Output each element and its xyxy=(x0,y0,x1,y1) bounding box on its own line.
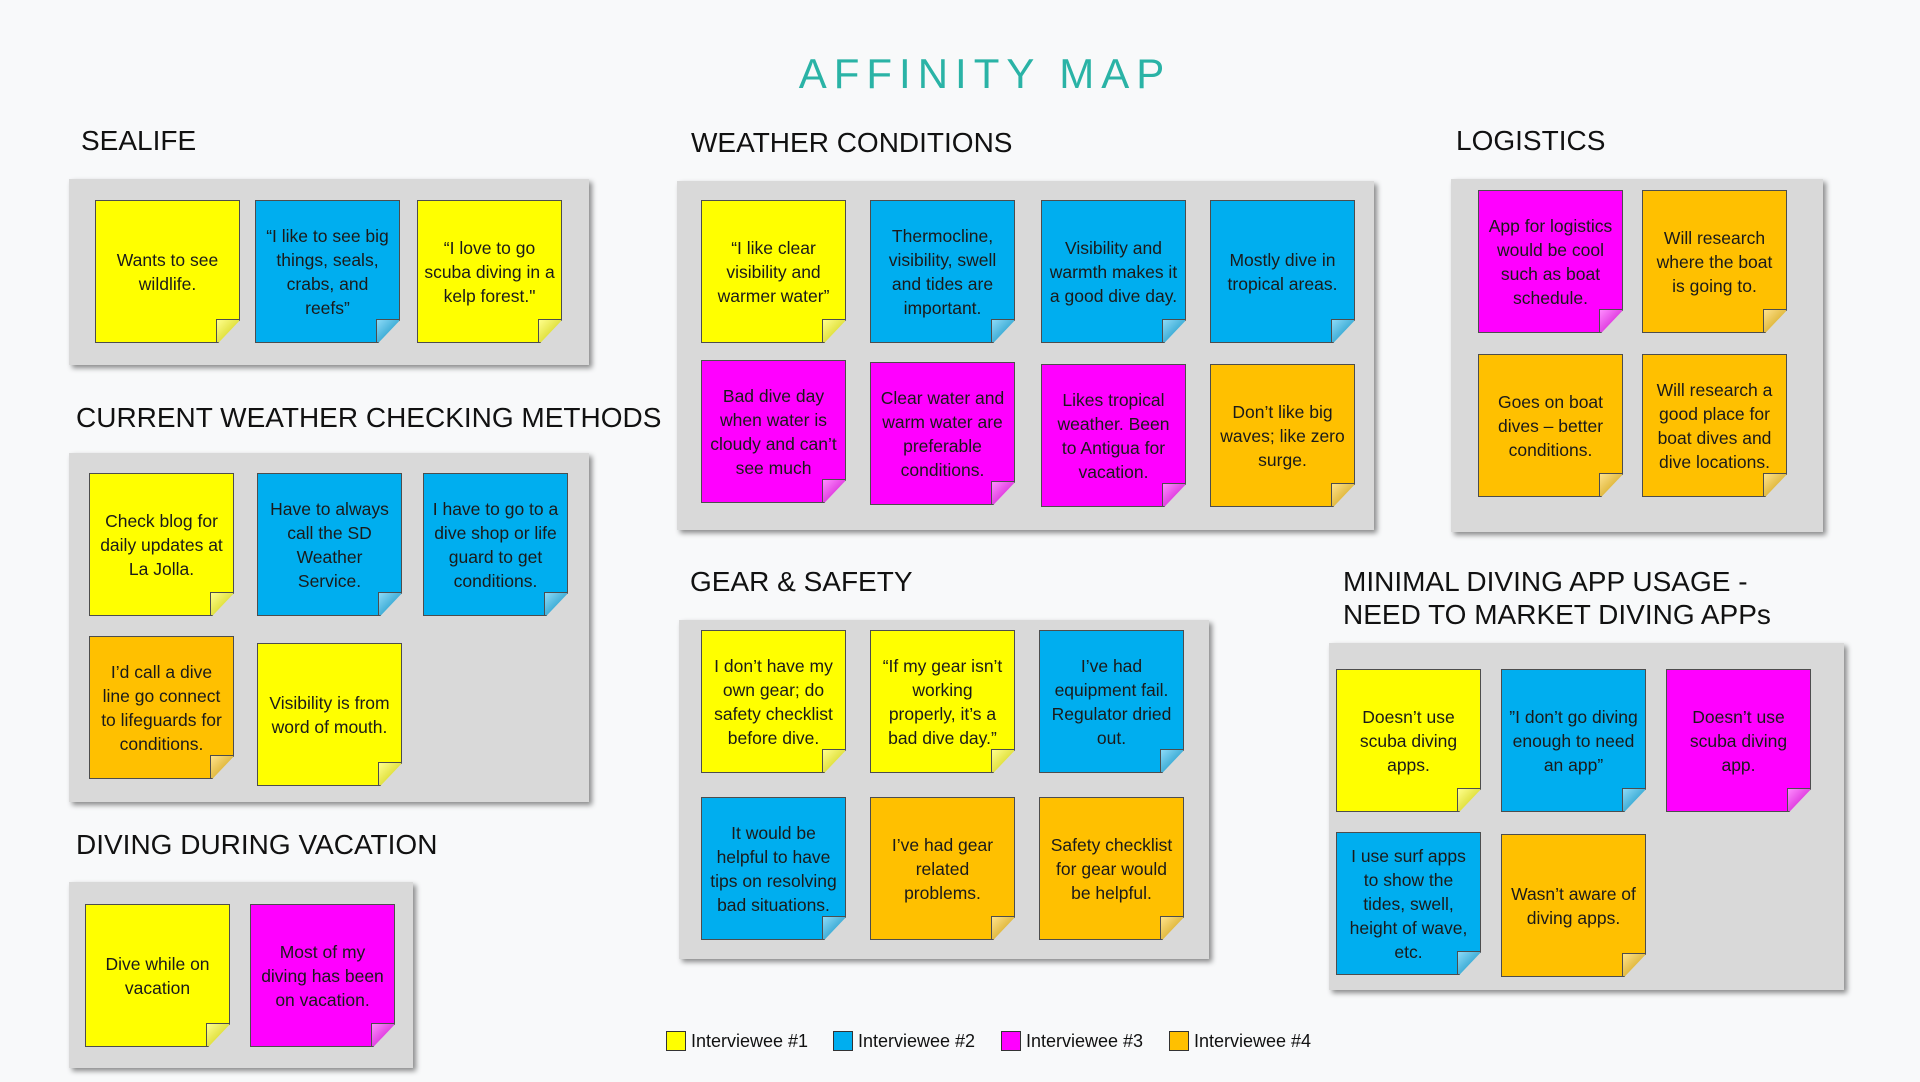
note-text: Will research a good place for boat dive… xyxy=(1656,379,1773,472)
legend-label: Interviewee #4 xyxy=(1194,1030,1312,1051)
sticky-note[interactable]: Doesn’t use scuba diving app. xyxy=(1666,669,1811,812)
legend-label: Interviewee #1 xyxy=(691,1030,809,1051)
sticky-note[interactable]: Bad dive day when water is cloudy and ca… xyxy=(701,360,846,503)
legend-item-interviewee-2: Interviewee #2 xyxy=(833,1030,975,1052)
note-text: Wasn’t aware of diving apps. xyxy=(1511,883,1636,928)
note-text: Visibility is from word of mouth. xyxy=(269,692,390,737)
sticky-note[interactable]: I’ve had equipment fail. Regulator dried… xyxy=(1039,630,1184,773)
note-text: Visibility and warmth makes it a good di… xyxy=(1049,237,1178,306)
note-text: Don’t like big waves; like zero surge. xyxy=(1220,401,1345,470)
note-text: Bad dive day when water is cloudy and ca… xyxy=(710,385,837,478)
note-text: Check blog for daily updates at La Jolla… xyxy=(100,510,223,579)
sticky-note[interactable]: “I like to see big things, seals, crabs,… xyxy=(255,200,400,343)
note-text: Mostly dive in tropical areas. xyxy=(1227,249,1338,294)
note-text: Doesn’t use scuba diving app. xyxy=(1689,706,1788,775)
legend-item-interviewee-1: Interviewee #1 xyxy=(666,1030,808,1052)
sticky-note[interactable]: Most of my diving has been on vacation. xyxy=(250,904,395,1047)
sticky-note[interactable]: ”I don’t go diving enough to need an app… xyxy=(1501,669,1646,812)
board-logistics: App for logistics would be cool such as … xyxy=(1451,179,1823,532)
note-text: I’ve had gear related problems. xyxy=(891,834,994,903)
board-current-weather: Check blog for daily updates at La Jolla… xyxy=(69,453,589,802)
note-text: Likes tropical weather. Been to Antigua … xyxy=(1057,389,1170,482)
note-text: ”I don’t go diving enough to need an app… xyxy=(1509,706,1638,775)
sticky-note[interactable]: Visibility is from word of mouth. xyxy=(257,643,402,786)
note-text: Wants to see wildlife. xyxy=(116,249,219,294)
sticky-note[interactable]: Safety checklist for gear would be helpf… xyxy=(1039,797,1184,940)
group-title-minimal-line1: MINIMAL DIVING APP USAGE - xyxy=(1343,566,1748,597)
sticky-note[interactable]: I use surf apps to show the tides, swell… xyxy=(1336,832,1481,975)
sticky-note[interactable]: Have to always call the SD Weather Servi… xyxy=(257,473,402,616)
note-text: Dive while on vacation xyxy=(105,953,210,998)
sticky-note[interactable]: Thermocline, visibility, swell and tides… xyxy=(870,200,1015,343)
board-vacation: Dive while on vacation Most of my diving… xyxy=(69,882,413,1068)
note-text: “If my gear isn’t working properly, it’s… xyxy=(882,655,1003,748)
sticky-note[interactable]: I don’t have my own gear; do safety chec… xyxy=(701,630,846,773)
legend-item-interviewee-3: Interviewee #3 xyxy=(1001,1030,1143,1052)
sticky-note[interactable]: Visibility and warmth makes it a good di… xyxy=(1041,200,1186,343)
sticky-note[interactable]: Will research where the boat is going to… xyxy=(1642,190,1787,333)
note-text: I’ve had equipment fail. Regulator dried… xyxy=(1051,655,1172,748)
note-text: I use surf apps to show the tides, swell… xyxy=(1349,845,1468,962)
legend-swatch xyxy=(666,1031,686,1051)
sticky-note[interactable]: Goes on boat dives – better conditions. xyxy=(1478,354,1623,497)
group-title-weather-conditions: WEATHER CONDITIONS xyxy=(691,127,1013,158)
sticky-note[interactable]: It would be helpful to have tips on reso… xyxy=(701,797,846,940)
page-title: AFFINITY MAP xyxy=(798,50,1172,97)
sticky-note[interactable]: I have to go to a dive shop or life guar… xyxy=(423,473,568,616)
legend-swatch xyxy=(833,1031,853,1051)
group-title-sealife: SEALIFE xyxy=(81,125,197,156)
note-text: Goes on boat dives – better conditions. xyxy=(1497,391,1604,460)
sticky-note[interactable]: Doesn’t use scuba diving apps. xyxy=(1336,669,1481,812)
sticky-note[interactable]: Clear water and warm water are preferabl… xyxy=(870,362,1015,505)
board-minimal-app-usage: Doesn’t use scuba diving apps. ”I don’t … xyxy=(1329,643,1844,990)
note-text: Clear water and warm water are preferabl… xyxy=(880,387,1005,480)
group-title-logistics: LOGISTICS xyxy=(1456,125,1606,156)
group-title-current-weather: CURRENT WEATHER CHECKING METHODS xyxy=(76,402,662,433)
sticky-note[interactable]: Will research a good place for boat dive… xyxy=(1642,354,1787,497)
sticky-note[interactable]: Likes tropical weather. Been to Antigua … xyxy=(1041,364,1186,507)
note-text: Most of my diving has been on vacation. xyxy=(261,941,384,1010)
legend-label: Interviewee #3 xyxy=(1026,1030,1144,1051)
group-title-vacation: DIVING DURING VACATION xyxy=(76,829,438,860)
board-sealife: Wants to see wildlife. “I like to see bi… xyxy=(69,179,589,365)
board-gear-safety: I don’t have my own gear; do safety chec… xyxy=(679,620,1209,959)
note-text: I’d call a dive line go connect to lifeg… xyxy=(101,661,222,754)
sticky-note[interactable]: Dive while on vacation xyxy=(85,904,230,1047)
legend-item-interviewee-4: Interviewee #4 xyxy=(1169,1030,1311,1052)
sticky-note[interactable]: “If my gear isn’t working properly, it’s… xyxy=(870,630,1015,773)
board-weather-conditions: “I like clear visibility and warmer wate… xyxy=(677,181,1374,530)
sticky-note[interactable]: “I love to go scuba diving in a kelp for… xyxy=(417,200,562,343)
group-title-minimal-line2: NEED TO MARKET DIVING APPs xyxy=(1343,599,1771,630)
legend-swatch xyxy=(1001,1031,1021,1051)
sticky-note[interactable]: “I like clear visibility and warmer wate… xyxy=(701,200,846,343)
note-text: Doesn’t use scuba diving apps. xyxy=(1359,706,1458,775)
sticky-note[interactable]: Wants to see wildlife. xyxy=(95,200,240,343)
note-text: I have to go to a dive shop or life guar… xyxy=(432,498,559,591)
note-text: App for logistics would be cool such as … xyxy=(1488,215,1613,308)
sticky-note[interactable]: I’d call a dive line go connect to lifeg… xyxy=(89,636,234,779)
note-text: Safety checklist for gear would be helpf… xyxy=(1050,834,1173,903)
note-text: “I like clear visibility and warmer wate… xyxy=(717,237,830,306)
sticky-note[interactable]: Mostly dive in tropical areas. xyxy=(1210,200,1355,343)
note-text: It would be helpful to have tips on reso… xyxy=(710,822,837,915)
sticky-note[interactable]: I’ve had gear related problems. xyxy=(870,797,1015,940)
sticky-note[interactable]: Don’t like big waves; like zero surge. xyxy=(1210,364,1355,507)
note-text: Thermocline, visibility, swell and tides… xyxy=(888,225,997,318)
legend-label: Interviewee #2 xyxy=(858,1030,976,1051)
sticky-note[interactable]: Wasn’t aware of diving apps. xyxy=(1501,834,1646,977)
note-text: Have to always call the SD Weather Servi… xyxy=(270,498,389,591)
note-text: “I love to go scuba diving in a kelp for… xyxy=(424,237,555,306)
legend-swatch xyxy=(1169,1031,1189,1051)
note-text: I don’t have my own gear; do safety chec… xyxy=(714,655,833,748)
sticky-note[interactable]: App for logistics would be cool such as … xyxy=(1478,190,1623,333)
note-text: “I like to see big things, seals, crabs,… xyxy=(266,225,389,318)
note-text: Will research where the boat is going to… xyxy=(1656,227,1773,296)
sticky-note[interactable]: Check blog for daily updates at La Jolla… xyxy=(89,473,234,616)
group-title-gear-safety: GEAR & SAFETY xyxy=(690,566,913,597)
